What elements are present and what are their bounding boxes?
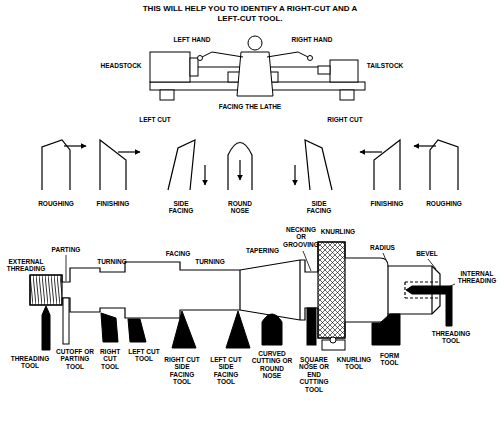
leader-line <box>428 259 436 269</box>
side-facing-tool <box>226 311 250 348</box>
tailstock-quill <box>318 66 330 74</box>
part-label: EXTERNAL THREADING <box>0 258 52 273</box>
part-label: FACING <box>158 250 198 257</box>
part-label: ROUGHING <box>32 200 80 207</box>
square-nose-tool <box>307 308 316 345</box>
section-line <box>299 260 300 320</box>
part-label: LEFT HAND <box>168 36 216 43</box>
part-label: CURVED CUTTING OR ROUND NOSE <box>250 350 294 380</box>
tool-outline <box>168 140 195 190</box>
side-facing-tool <box>172 311 196 348</box>
tool-shapes <box>42 140 458 190</box>
part-label: SIDE FACING <box>161 200 201 215</box>
tool-outline <box>42 140 70 190</box>
part-label: THREADING TOOL <box>5 355 55 370</box>
section-line <box>239 270 240 310</box>
tool-outline <box>228 143 252 191</box>
operator-hand <box>308 56 313 61</box>
part-label: FACING THE LATHE <box>205 103 295 110</box>
lathe-sketch <box>150 36 365 100</box>
parting-tool <box>63 298 69 344</box>
part-label: NECKING OR GROOVING <box>283 226 319 248</box>
part-label: SIDE FACING <box>299 200 339 215</box>
cut-arrow <box>294 165 295 185</box>
part-label: TAILSTOCK <box>360 62 410 69</box>
part-label: FINISHING <box>363 200 411 207</box>
lathe-leg <box>340 90 354 100</box>
external-thread <box>30 275 62 305</box>
part-label: THREADING TOOL <box>428 330 474 345</box>
knurling-wheel <box>330 337 336 343</box>
part-label: PARTING <box>46 246 86 253</box>
operator-body <box>237 52 273 96</box>
part-label: FINISHING <box>89 200 137 207</box>
cut-arrow <box>414 145 436 146</box>
cut-arrow <box>204 165 205 185</box>
bore-line <box>405 281 440 282</box>
part-label: KNURLING TOOL <box>334 356 374 371</box>
left-cut-tool <box>128 319 146 342</box>
operator-hand <box>198 56 203 61</box>
threading-tool <box>42 306 50 350</box>
part-label: RIGHT HAND <box>286 36 338 43</box>
knurl-pattern <box>318 242 345 338</box>
tool-outline <box>100 140 126 190</box>
part-label: FORM TOOL <box>372 352 407 367</box>
chuck <box>190 58 198 76</box>
part-label: TAPERING <box>240 247 285 254</box>
section-line <box>387 266 388 314</box>
tool-outline <box>305 140 332 190</box>
tool-outline <box>430 140 458 190</box>
part-label: RIGHT CUT <box>320 116 370 123</box>
part-label: KNURLING <box>315 228 361 235</box>
headstock <box>150 52 190 82</box>
part-label: ROUGHING <box>420 200 468 207</box>
part-label: RIGHT CUT TOOL <box>94 348 126 370</box>
part-label: HEADSTOCK <box>95 62 147 69</box>
cut-arrow <box>64 145 86 146</box>
leader-line <box>303 251 311 271</box>
cut-arrows <box>64 146 436 185</box>
leader-line <box>383 253 386 260</box>
leader-lines <box>66 251 455 290</box>
part-label: ROUND NOSE <box>220 200 260 215</box>
leader-line <box>66 255 67 281</box>
part-label: LEFT CUT TOOL <box>128 348 160 363</box>
lathe-leg <box>160 90 174 100</box>
part-label: TURNING <box>92 258 132 265</box>
part-label: RADIUS <box>365 244 400 251</box>
part-label: LEFT CUT <box>130 116 180 123</box>
operator-arm <box>267 52 310 58</box>
tailstock <box>330 60 358 82</box>
cut-arrow <box>239 160 240 180</box>
bore-line <box>405 297 440 298</box>
form-tool <box>372 314 400 345</box>
cut-arrow <box>360 151 382 152</box>
lathe-tools <box>42 286 452 350</box>
part-label: SQUARE NOSE OR END CUTTING TOOL <box>294 356 334 393</box>
part-label: CUTOFF OR PARTING TOOL <box>56 348 94 370</box>
round-nose-tool <box>262 314 282 345</box>
operator-arm <box>200 52 243 58</box>
leader-line <box>442 284 455 290</box>
part-label: RIGHT CUT SIDE FACING TOOL <box>162 356 202 386</box>
part-label: LEFT CUT SIDE FACING TOOL <box>206 356 246 386</box>
internal-threading-tool <box>406 286 452 326</box>
right-cut-tool <box>101 313 118 342</box>
diagram-title: THIS WILL HELP YOU TO IDENTIFY A RIGHT-C… <box>134 4 366 23</box>
part-label: TURNING <box>190 258 230 265</box>
operator-head <box>248 36 262 50</box>
tool-outline <box>374 140 400 190</box>
part-label: BEVEL <box>412 250 442 257</box>
cut-arrow <box>118 151 140 152</box>
part-label: INTERNAL THREADING <box>455 270 499 285</box>
